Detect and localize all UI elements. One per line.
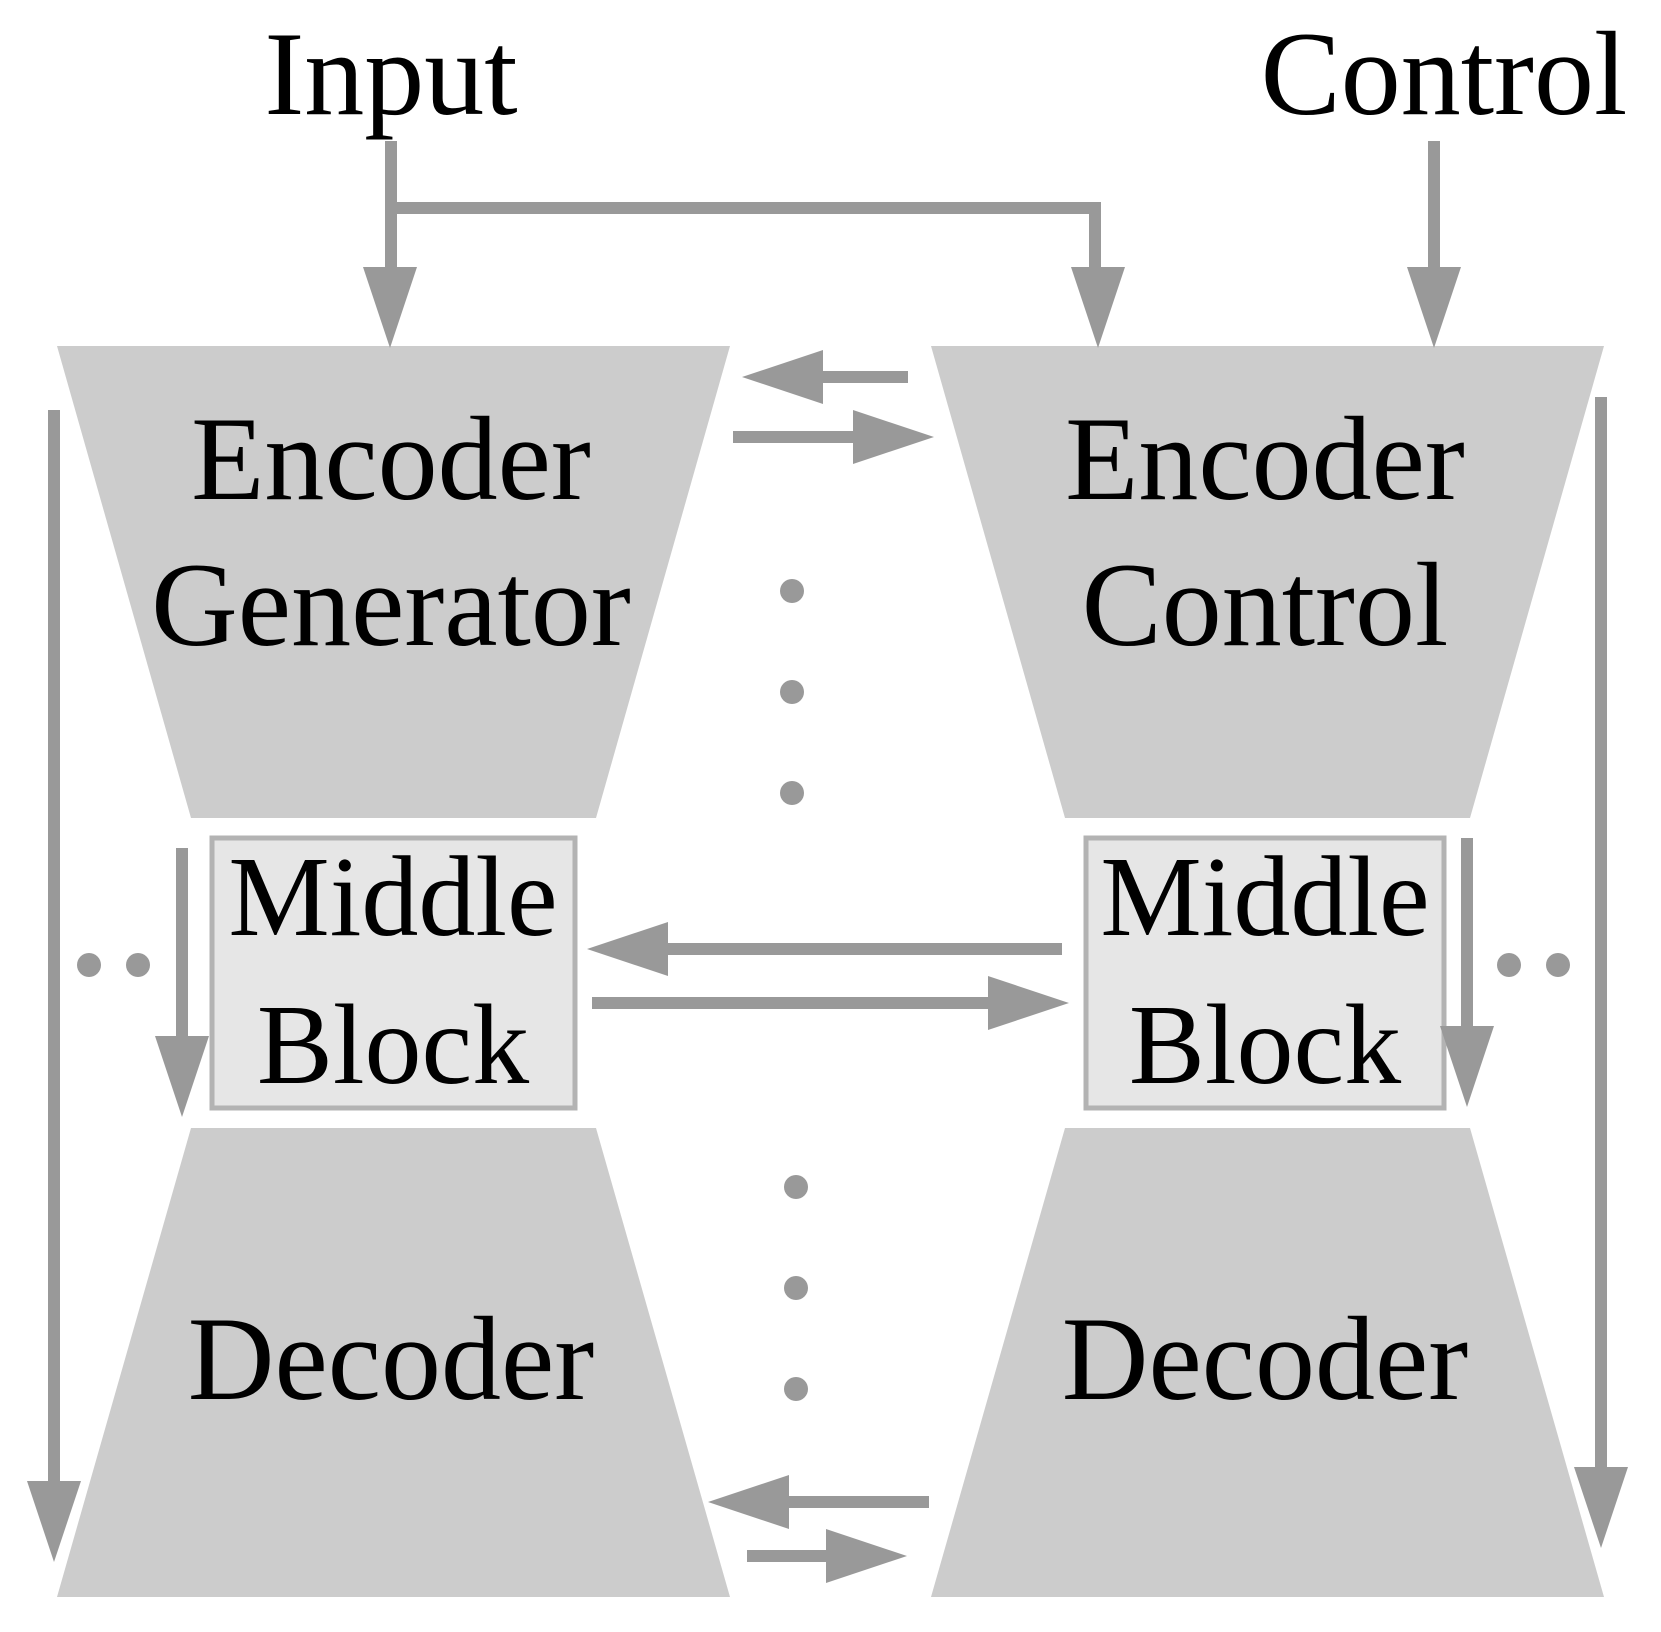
top-left-arrowhead — [742, 350, 823, 404]
middle-block-generator-label-line1: Middle — [228, 833, 557, 960]
decoder-control-label: Decoder — [1062, 1292, 1468, 1425]
middle-block-generator-label-line2: Block — [257, 981, 529, 1108]
top-ellipsis-dot — [780, 781, 804, 805]
top-ellipsis-dot — [780, 680, 804, 704]
bottom-left-arrowhead — [708, 1475, 789, 1529]
left-ellipsis-dot — [77, 953, 101, 977]
right-ellipsis-dot — [1497, 953, 1521, 977]
encoder-generator-label-line1: Encoder — [191, 392, 591, 525]
input-label: Input — [264, 7, 517, 140]
middle-block-generator — [209, 835, 578, 1111]
top-right-arrowhead — [853, 410, 934, 464]
input-branch-arrowhead — [1071, 267, 1125, 348]
left-skip-arrowhead — [27, 1481, 81, 1562]
right-short-skip-arrowhead — [1440, 1026, 1494, 1107]
middle-left-arrowhead — [587, 922, 668, 976]
middle-right-arrowhead — [988, 976, 1069, 1030]
left-short-skip-arrowhead — [155, 1036, 209, 1117]
top-ellipsis-dot — [780, 579, 804, 603]
encoder-generator-label-line2: Generator — [151, 538, 631, 671]
decoder-generator-label: Decoder — [188, 1292, 594, 1425]
right-ellipsis-dot — [1546, 953, 1570, 977]
decoder-control-block — [931, 1128, 1604, 1597]
input-branch-line — [391, 202, 1101, 275]
left-ellipsis-dot — [126, 953, 150, 977]
middle-block-control — [1083, 835, 1447, 1111]
bottom-right-arrowhead — [826, 1529, 907, 1583]
encoder-generator-block — [57, 346, 730, 818]
encoder-control-block — [931, 346, 1604, 818]
control-label: Control — [1261, 7, 1628, 140]
middle-block-control-label-line1: Middle — [1100, 833, 1429, 960]
bottom-ellipsis-dot — [784, 1276, 808, 1300]
control-arrowhead — [1407, 267, 1461, 348]
encoder-control-label-line1: Encoder — [1065, 392, 1465, 525]
bottom-ellipsis-dot — [784, 1377, 808, 1401]
encoder-control-label-line2: Control — [1082, 538, 1449, 671]
bottom-ellipsis-dot — [784, 1175, 808, 1199]
decoder-generator-block — [57, 1128, 730, 1597]
input-arrowhead — [363, 267, 417, 348]
middle-block-control-label-line2: Block — [1129, 981, 1401, 1108]
right-skip-arrowhead — [1574, 1467, 1628, 1548]
